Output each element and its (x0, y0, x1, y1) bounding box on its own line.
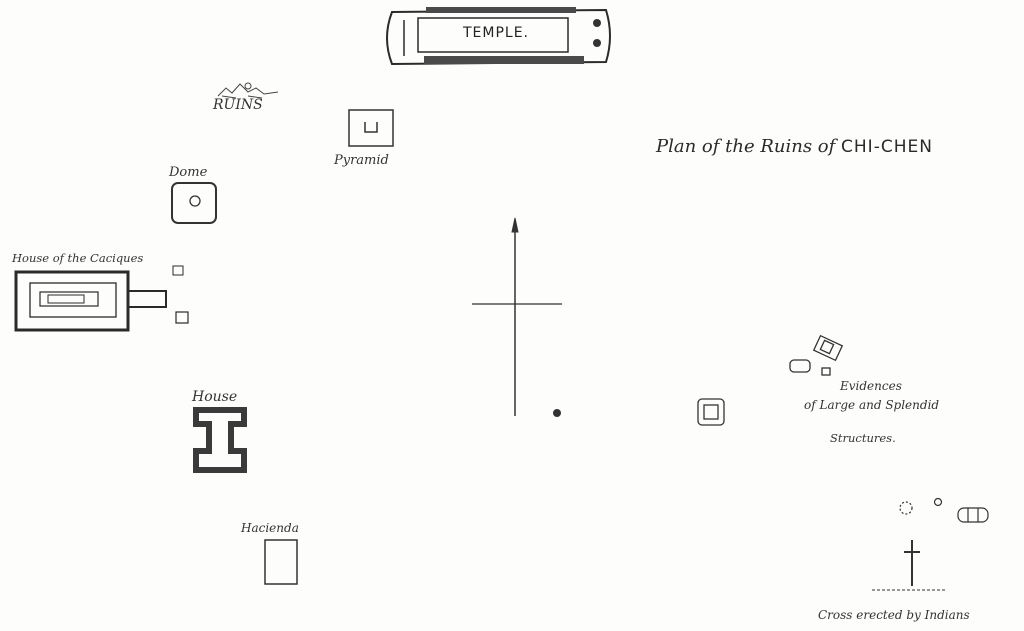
ruins-sketch (217, 82, 279, 99)
evidences-structures (697, 334, 844, 426)
ruins-label: RUINS (213, 97, 263, 113)
dome-label: Dome (169, 165, 208, 180)
hacienda-structure (264, 539, 298, 585)
house-of-caciques-structure (14, 265, 189, 332)
house-structure (193, 407, 247, 473)
temple-label: TEMPLE. (462, 25, 529, 41)
evidences-label-line2: of Large and Splendid (804, 398, 940, 412)
cross-label: Cross erected by Indians (818, 608, 970, 622)
map-title-place: CHI-CHEN (841, 137, 933, 157)
map-title: Plan of the Ruins of CHI-CHEN (656, 136, 933, 157)
map-title-main: Plan of the Ruins of (656, 136, 836, 157)
pyramid-label: Pyramid (334, 153, 389, 168)
house-label: House (192, 389, 238, 405)
house-of-caciques-label: House of the Caciques (12, 251, 144, 265)
dome-structure (171, 182, 217, 224)
cross-icon (872, 540, 946, 591)
pyramid-structure (348, 109, 394, 147)
evidences-label-line3: Structures. (830, 431, 896, 445)
evidences-label-line1: Evidences (840, 379, 902, 393)
cross-area-structures (899, 497, 989, 523)
temple-structure (386, 7, 611, 66)
cardinal-marker (472, 217, 562, 417)
hacienda-label: Hacienda (241, 521, 299, 535)
